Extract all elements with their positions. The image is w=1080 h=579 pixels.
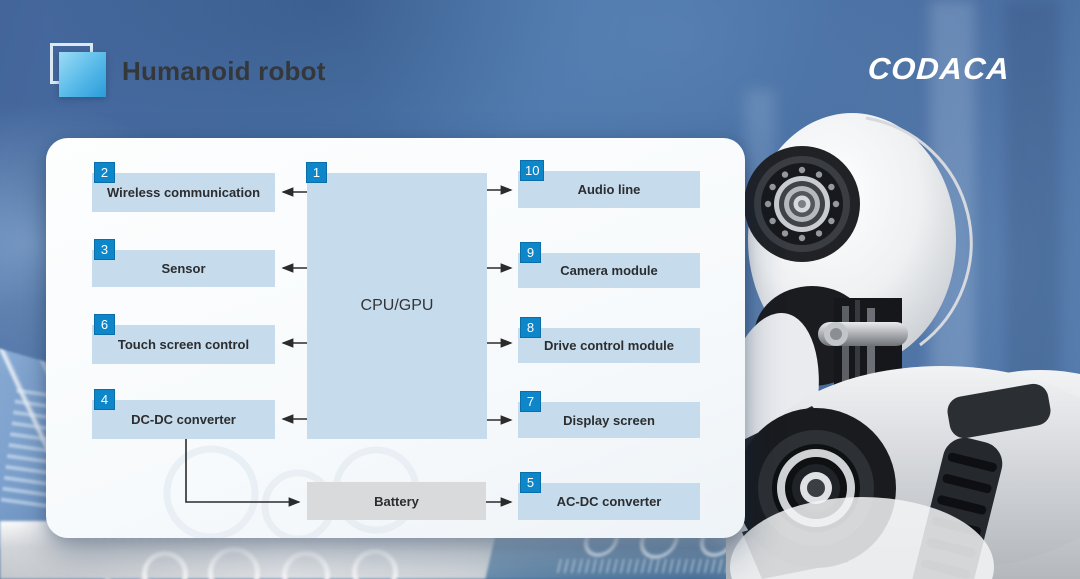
module-box-dc-dc-converter: 4 DC-DC converter (92, 389, 275, 439)
module-box-sensor: 3 Sensor (92, 239, 275, 287)
diagram-panel: 1 CPU/GPU 2 Wireless communication 3 Sen… (46, 138, 745, 538)
module-box-audio-line: 10 Audio line (518, 160, 700, 208)
module-number-badge: 3 (94, 239, 115, 260)
module-box-camera-module: 9 Camera module (518, 242, 700, 288)
module-box-wireless-communication: 2 Wireless communication (92, 162, 275, 212)
module-label: AC-DC converter (556, 494, 662, 509)
module-label: Battery (374, 493, 419, 509)
module-label: Drive control module (543, 338, 675, 353)
module-box-display-screen: 7 Display screen (518, 391, 700, 438)
square-filled-icon (59, 52, 106, 97)
module-number-badge: 4 (94, 389, 115, 410)
module-number-badge: 6 (94, 314, 115, 335)
module-number-badge: 10 (520, 160, 545, 181)
module-label: DC-DC converter (131, 412, 236, 427)
module-box-ac-dc-converter: 5 AC-DC converter (518, 472, 700, 520)
page-title: Humanoid robot (122, 56, 326, 86)
module-label: Audio line (577, 182, 641, 197)
title-squares-icon (50, 43, 145, 108)
codaca-logo: CODACA (866, 51, 1012, 86)
module-label: Sensor (161, 261, 206, 276)
module-number-badge: 8 (520, 317, 541, 338)
module-number-badge: 7 (520, 391, 541, 412)
module-number-badge: 9 (520, 242, 541, 263)
module-box-battery: Battery (307, 482, 486, 520)
robot-ear-mechanism (744, 146, 860, 262)
connector-arrows (185, 185, 513, 507)
module-number-badge: 5 (520, 472, 541, 493)
module-box-drive-control-module: 8 Drive control module (518, 317, 700, 363)
module-number-badge: 1 (306, 162, 327, 183)
module-label: Touch screen control (117, 337, 250, 352)
module-label: CPU/GPU (360, 297, 434, 314)
module-label: Wireless communication (106, 185, 261, 200)
module-label: Camera module (560, 263, 658, 278)
module-number-badge: 2 (94, 162, 115, 183)
module-box-touch-screen-control: 6 Touch screen control (92, 314, 275, 364)
module-box-cpu-gpu: 1 CPU/GPU (306, 162, 487, 439)
module-label: Display screen (563, 412, 655, 428)
